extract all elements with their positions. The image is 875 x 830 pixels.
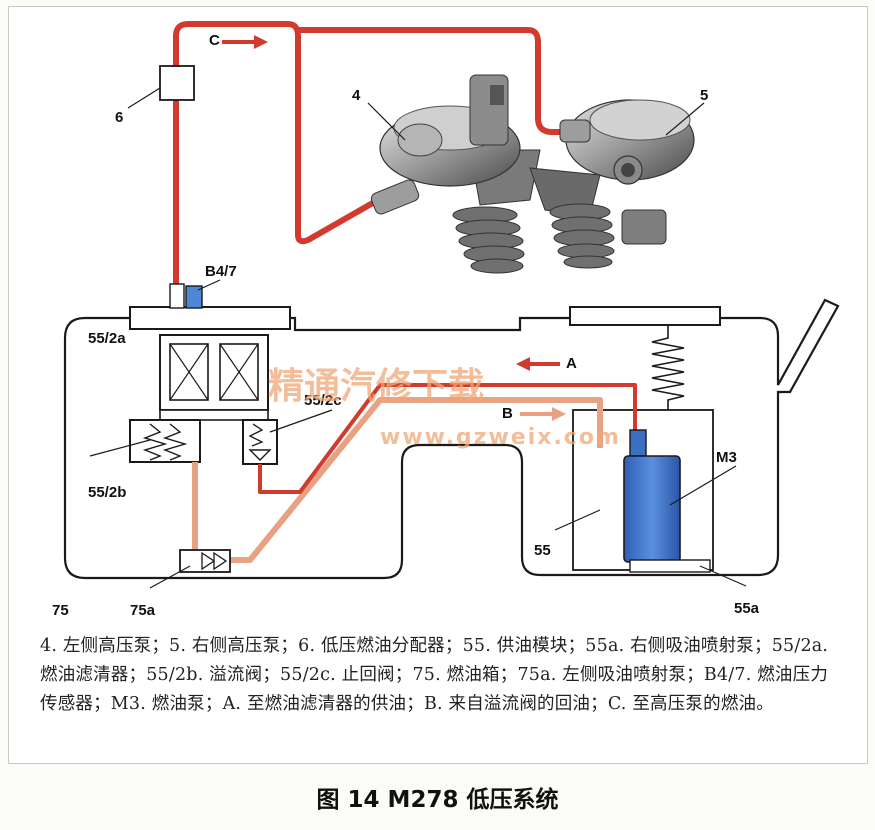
low-pressure-distributor xyxy=(159,65,195,101)
label-fuel-pump: M3 xyxy=(716,449,737,466)
figure-title: 图 14 M278 低压系统 xyxy=(316,787,559,813)
label-b: B xyxy=(502,405,513,422)
module-spring xyxy=(651,325,685,410)
label-pump-right: 5 xyxy=(700,87,708,104)
label-right-jet-pump: 55a xyxy=(734,600,760,617)
arrow-c xyxy=(222,35,268,49)
fuel-pump xyxy=(623,455,681,563)
high-pressure-pump-right xyxy=(529,99,695,269)
label-left-jet-pump: 75a xyxy=(130,602,156,619)
return-line-b xyxy=(192,397,603,563)
supply-line-c xyxy=(173,21,563,301)
label-check-valve: 55/2c xyxy=(304,392,342,409)
arrow-a xyxy=(516,357,560,371)
label-c: C xyxy=(209,32,220,49)
overflow-valve xyxy=(129,419,201,463)
label-filter: 55/2a xyxy=(88,330,126,347)
fuel-filter xyxy=(159,334,269,411)
fuel-system-diagram: C A B 4 5 6 B4/7 55/2a 55/2c 55/2b M3 55… xyxy=(52,21,840,619)
supply-line-a xyxy=(258,383,637,494)
arrow-b xyxy=(520,407,566,421)
watermark-cn: 精通汽修下载 xyxy=(268,366,484,407)
label-pump-left: 4 xyxy=(352,87,361,104)
label-a: A xyxy=(566,355,577,372)
label-sensor: B4/7 xyxy=(205,263,237,280)
pressure-sensor xyxy=(185,285,203,309)
right-flange xyxy=(569,306,721,326)
high-pressure-pump-left xyxy=(370,74,541,274)
left-flange xyxy=(129,306,291,330)
watermark-url: www.gzweix.com xyxy=(380,425,621,450)
label-tank: 75 xyxy=(52,602,69,619)
figure-caption: 4. 左侧高压泵；5. 右侧高压泵；6. 低压燃油分配器；55. 供油模块；55… xyxy=(40,636,829,714)
label-module: 55 xyxy=(534,542,551,559)
label-overflow-valve: 55/2b xyxy=(88,484,126,501)
label-distributor: 6 xyxy=(115,109,123,126)
